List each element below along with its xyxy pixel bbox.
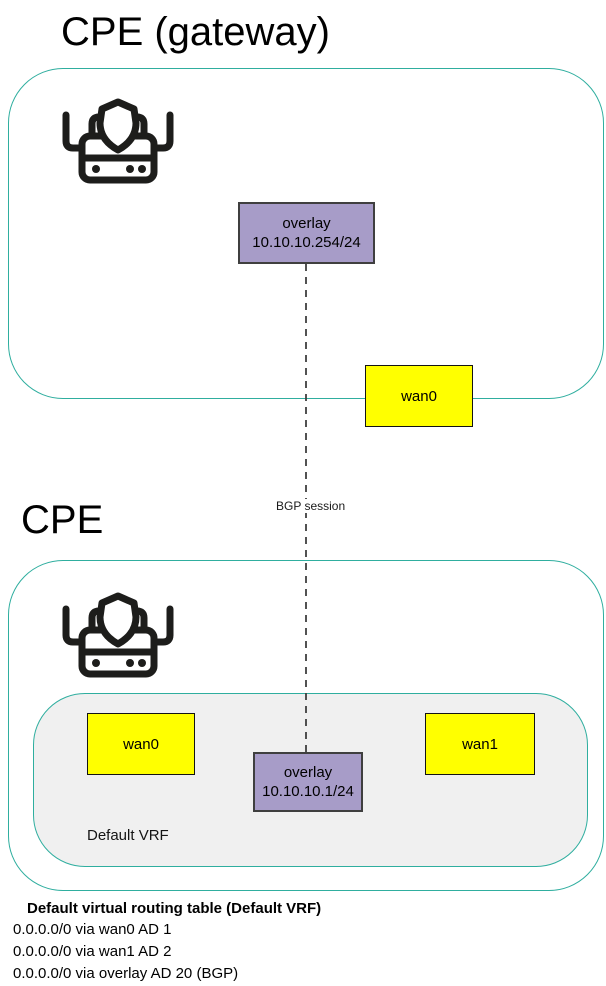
gateway-wan0-interface-box: wan0 bbox=[365, 365, 473, 427]
bgp-session-line bbox=[305, 264, 307, 752]
cpe-overlay-interface-box: overlay 10.10.10.1/24 bbox=[253, 752, 363, 812]
gateway-overlay-interface-box: overlay 10.10.10.254/24 bbox=[238, 202, 375, 264]
cpe-title: CPE bbox=[21, 498, 104, 542]
bgp-session-label: BGP session bbox=[273, 499, 349, 513]
secure-router-icon bbox=[52, 96, 184, 192]
interface-ip: 10.10.10.1/24 bbox=[262, 783, 354, 800]
routing-table-title: Default virtual routing table (Default V… bbox=[27, 900, 322, 917]
route-entry: 0.0.0.0/0 via wan0 AD 1 bbox=[13, 921, 172, 938]
route-entry: 0.0.0.0/0 via overlay AD 20 (BGP) bbox=[13, 965, 239, 982]
default-vrf-label: Default VRF bbox=[87, 827, 169, 844]
interface-name: wan0 bbox=[123, 735, 159, 753]
cpe-wan1-interface-box: wan1 bbox=[425, 713, 535, 775]
route-entry: 0.0.0.0/0 via wan1 AD 2 bbox=[13, 943, 172, 960]
cpe-wan0-interface-box: wan0 bbox=[87, 713, 195, 775]
interface-name: overlay bbox=[282, 215, 331, 232]
secure-router-icon bbox=[52, 590, 184, 686]
interface-name: overlay bbox=[283, 764, 333, 781]
gateway-title: CPE (gateway) bbox=[61, 10, 330, 54]
interface-name: wan1 bbox=[462, 735, 498, 753]
interface-ip: 10.10.10.254/24 bbox=[252, 234, 361, 251]
interface-name: wan0 bbox=[401, 387, 437, 405]
